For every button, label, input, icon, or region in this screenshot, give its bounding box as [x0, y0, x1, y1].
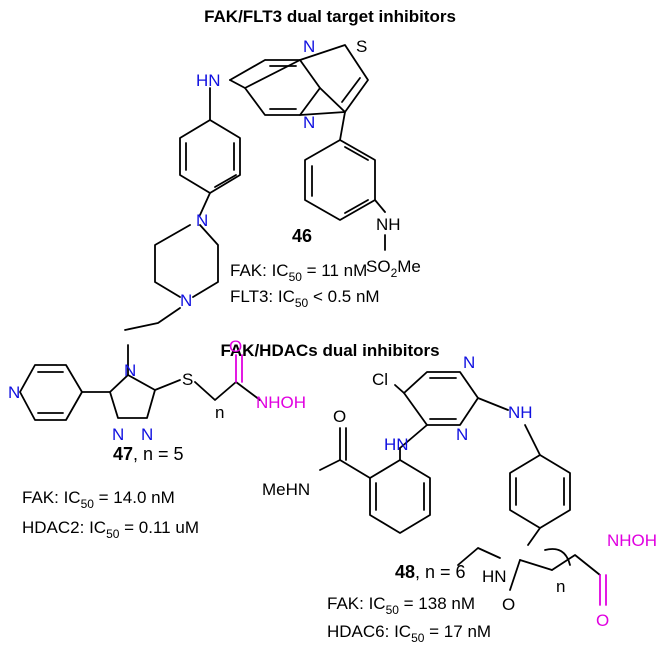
bond	[299, 111, 346, 116]
bond	[229, 79, 246, 89]
atom-o: O	[229, 337, 242, 356]
bond	[154, 379, 181, 391]
atom-n: N	[112, 425, 124, 444]
atom-n: N	[180, 291, 192, 310]
atom-n: N	[196, 211, 208, 230]
pyrimidine-ring	[403, 371, 479, 426]
carbonyl-bond	[509, 559, 521, 591]
bond	[399, 424, 428, 449]
chain-bond	[551, 554, 601, 576]
atom-o: O	[333, 407, 346, 426]
atom-nhoh: NHOH	[256, 393, 306, 412]
atom-nhoh: NHOH	[607, 531, 657, 550]
atom-n: N	[456, 425, 468, 444]
atom-cl: Cl	[372, 370, 388, 389]
compound-48-hdac6-activity: HDAC6: IC50 = 17 nM	[327, 622, 491, 645]
atom-nh: NH	[508, 403, 533, 422]
atom-hn: HN	[384, 435, 409, 454]
bond	[199, 192, 211, 216]
atom-nh: NH	[376, 215, 401, 234]
bond	[374, 199, 386, 213]
atom-mehn: MeHN	[262, 480, 310, 499]
atom-n-subscript: n	[556, 577, 565, 596]
atom-n: N	[141, 425, 153, 444]
atom-s: S	[356, 37, 367, 56]
section-title-fak-hdacs: FAK/HDACs dual inhibitors	[220, 341, 439, 360]
compound-48-label: 48, n = 6	[395, 562, 466, 582]
atom-n: N	[303, 37, 315, 56]
bond	[192, 224, 219, 298]
atom-hn: HN	[482, 567, 507, 586]
atom-o: O	[596, 611, 609, 630]
compound-47-label: 47, n = 5	[113, 444, 184, 464]
atom-n: N	[303, 113, 315, 132]
bond	[339, 111, 346, 141]
pyridine-ring	[19, 364, 83, 421]
bond	[527, 527, 541, 546]
compound-46-flt3-activity: FLT3: IC50 < 0.5 nM	[230, 287, 380, 310]
bond	[214, 174, 237, 188]
bond	[457, 547, 501, 566]
compound-47-structure	[19, 344, 261, 421]
phenyl-ring-48a	[369, 459, 431, 534]
compound-47-hdac2-activity: HDAC2: IC50 = 0.11 uM	[22, 518, 199, 541]
phenyl-ring-46b	[304, 139, 376, 221]
atom-nh: HN	[196, 71, 221, 90]
bond	[477, 397, 509, 411]
compound-46-number: 46	[292, 226, 312, 246]
atom-n: N	[463, 353, 475, 372]
chain-bond	[519, 559, 553, 571]
cl-bond	[394, 384, 405, 394]
bond	[341, 77, 361, 103]
compound-48-structure	[319, 371, 607, 606]
bond	[344, 199, 369, 214]
atom-n-subscript: n	[215, 403, 224, 422]
bond	[339, 459, 371, 479]
phenyl-ring-46a	[179, 119, 241, 194]
compound-48-fak-activity: FAK: IC50 = 138 nM	[327, 594, 475, 617]
bond	[319, 459, 341, 471]
bond	[344, 146, 369, 161]
thiophene-ring	[299, 44, 369, 113]
pyrimidine-ring	[244, 59, 321, 116]
ethyl-bond	[124, 307, 181, 331]
piperazine-ring	[154, 224, 191, 298]
bond	[229, 59, 301, 81]
compound-47-fak-activity: FAK: IC50 = 14.0 nM	[22, 488, 175, 511]
triazole-ring	[109, 374, 156, 419]
chain-bond	[544, 548, 571, 566]
bond	[524, 424, 541, 456]
atom-n: N	[8, 383, 20, 402]
phenyl-ring-48b	[509, 454, 571, 529]
compound-46-structure	[124, 44, 386, 331]
compound-46-fak-activity: FAK: IC50 = 11 nM	[230, 261, 367, 284]
section-title-fak-flt3: FAK/FLT3 dual target inhibitors	[204, 7, 456, 26]
atom-o: O	[502, 595, 515, 614]
atom-so2me: SO2Me	[366, 257, 421, 280]
chain-bond	[194, 381, 261, 401]
atom-n: N	[124, 361, 136, 380]
atom-s: S	[182, 370, 193, 389]
